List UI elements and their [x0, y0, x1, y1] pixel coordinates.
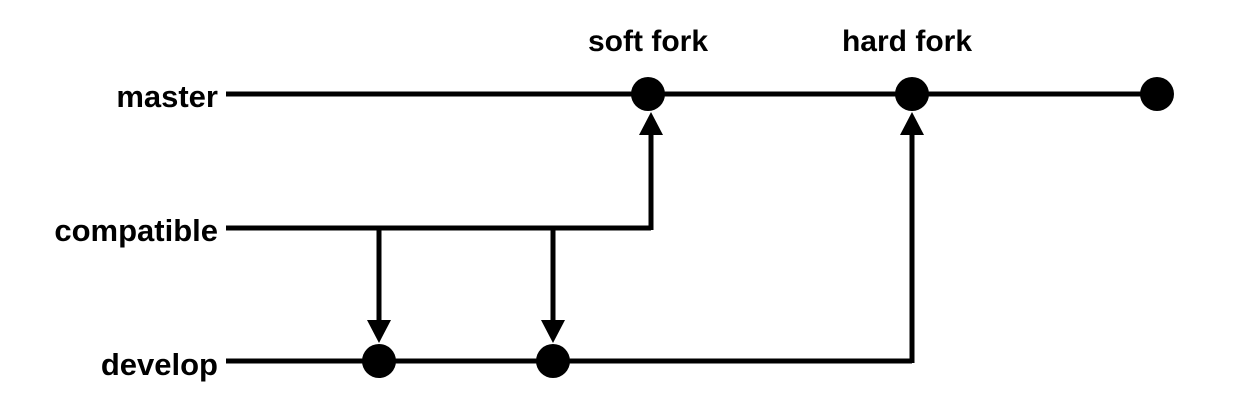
- master-node-end: [1140, 77, 1174, 111]
- event-label-soft-fork: soft fork: [588, 25, 708, 58]
- branch-label-develop: develop: [101, 347, 218, 382]
- arrow-down-icon: [367, 320, 391, 343]
- master-node-hard-fork: [895, 77, 929, 111]
- arrow-down-icon: [541, 320, 565, 343]
- develop-node-merge-2: [536, 344, 570, 378]
- event-label-hard-fork: hard fork: [842, 25, 972, 58]
- branch-label-master: master: [116, 79, 218, 114]
- develop-node-merge-1: [362, 344, 396, 378]
- arrow-up-icon: [900, 112, 924, 135]
- master-node-soft-fork: [631, 77, 665, 111]
- arrow-up-icon: [639, 112, 663, 135]
- branch-label-compatible: compatible: [54, 213, 218, 248]
